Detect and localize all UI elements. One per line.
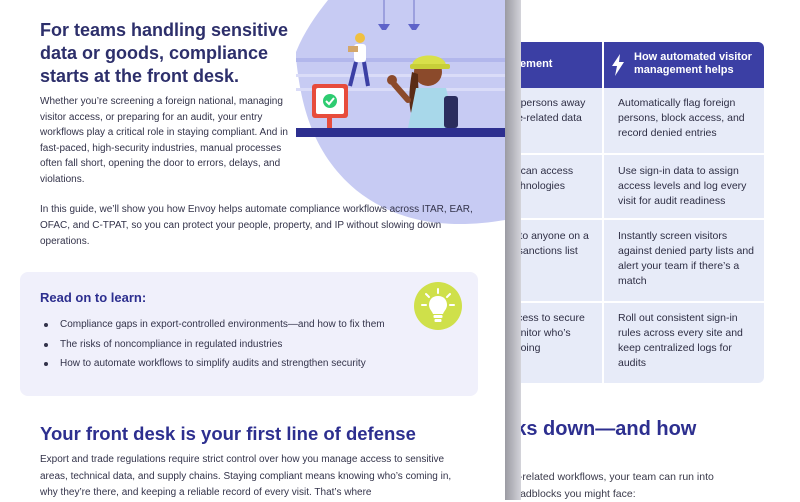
table-row-3-solution: Instantly screen visitors against denied… bbox=[618, 230, 755, 287]
intro-paragraph: Whether you’re screening a foreign natio… bbox=[40, 96, 288, 185]
cell-line: nt sanctions list bbox=[506, 245, 578, 257]
list-item: How to automate workflows to simplify au… bbox=[40, 357, 385, 377]
row-separator bbox=[478, 301, 764, 303]
callout-title: Read on to learn: bbox=[40, 290, 147, 305]
learn-list: Compliance gaps in export-controlled env… bbox=[40, 318, 385, 377]
requirements-table: uirement How automated visitor managemen… bbox=[478, 42, 764, 383]
cell-line: monitor who’s bbox=[506, 327, 571, 339]
lightbulb-icon bbox=[414, 282, 462, 330]
page-fold-shadow bbox=[505, 0, 521, 500]
lightning-bolt-icon bbox=[612, 54, 624, 76]
cell-line: nse-related data bbox=[506, 112, 582, 124]
table-row-4-solution: Roll out consistent sign-in rules across… bbox=[618, 312, 743, 369]
table-row-1-requirement: gn persons away nse-related data bbox=[506, 96, 601, 126]
table-row-2-solution: Use sign-in data to assign access levels… bbox=[618, 165, 747, 207]
checkmark-icon bbox=[325, 97, 335, 106]
back-body-line-1: nce-related workflows, your team can run… bbox=[502, 471, 714, 483]
table-header-automation: How automated visitor management helps bbox=[634, 51, 752, 76]
cell-line: gn persons away bbox=[506, 97, 586, 109]
front-desk-illustration bbox=[296, 0, 505, 225]
front-page: For teams handling sensitive data or goo… bbox=[20, 0, 505, 498]
section-body: Export and trade regulations require str… bbox=[40, 454, 452, 498]
guide-paragraph: In this guide, we’ll show you how Envoy … bbox=[40, 204, 473, 247]
row-separator bbox=[478, 218, 764, 220]
cell-line: ho can access bbox=[506, 165, 574, 177]
read-on-callout: Read on to learn: Compliance gaps in exp… bbox=[20, 272, 478, 396]
table-header: uirement How automated visitor managemen… bbox=[478, 42, 764, 88]
table-row-3-requirement: ss to anyone on a nt sanctions list bbox=[506, 229, 601, 259]
section-heading: Your front desk is your first line of de… bbox=[40, 423, 416, 444]
row-separator bbox=[478, 153, 764, 155]
table-row-1-solution: Automatically flag foreign persons, bloc… bbox=[618, 97, 745, 139]
list-item: Compliance gaps in export-controlled env… bbox=[40, 318, 385, 338]
column-divider bbox=[602, 42, 604, 383]
list-item: The risks of noncompliance in regulated … bbox=[40, 338, 385, 358]
back-body-line-2: n roadblocks you might face: bbox=[502, 488, 636, 500]
cell-line: ss to anyone on a bbox=[506, 230, 589, 242]
back-section-heading: eaks down—and how bbox=[493, 418, 697, 440]
cell-line: access to secure bbox=[506, 312, 585, 324]
page-title: For teams handling sensitive data or goo… bbox=[40, 20, 289, 86]
